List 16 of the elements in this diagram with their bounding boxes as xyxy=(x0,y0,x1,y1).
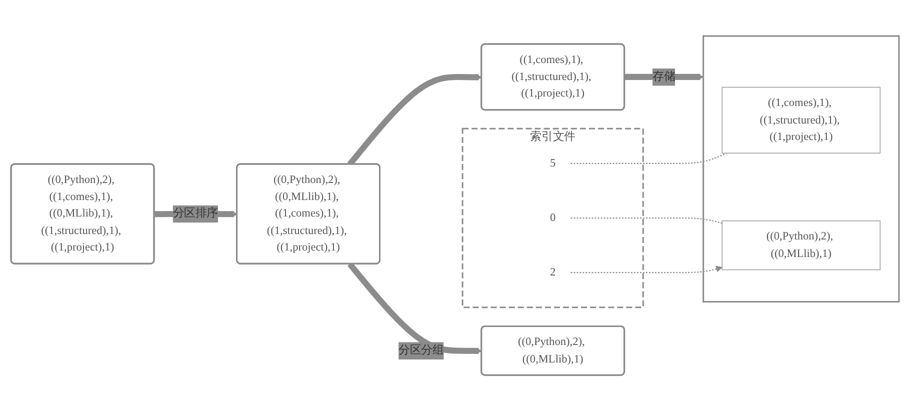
edge-label: 分区分组 xyxy=(398,344,444,356)
arrow xyxy=(347,262,482,354)
arrow xyxy=(570,266,722,274)
edge-label: 分区排序 xyxy=(172,208,218,220)
node-box xyxy=(722,86,881,154)
connector xyxy=(570,217,722,224)
flowchart-diagram: 索引文件 分区排序 分区分组 存储 ((0,Python),2), ((1,comes),1), ((0,MLlib),1), ((1,structured),1), ((1,project),1) ((0,Python),2), ((0,MLlib),1), ((1,comes),1), ((1,structured),1), ((1,project),1) ((1,comes),1), ((1,structured),1), ((1,project),1) ((0,Python),2), ((0,MLlib),1) ((1,comes),1), ((1,structured),1), ((1,project),1) ((0,Python),2), ((0,MLlib),1) 5 0 2 xyxy=(5,30,905,382)
cluster xyxy=(462,128,644,308)
node-text: 0 xyxy=(550,212,556,224)
connector xyxy=(570,152,727,164)
cluster xyxy=(702,35,900,302)
node-text: 2 xyxy=(550,266,556,278)
edge-label: 存储 xyxy=(652,70,676,83)
arrow xyxy=(624,74,704,80)
node-text: 5 xyxy=(550,157,556,170)
node-box xyxy=(722,220,881,270)
